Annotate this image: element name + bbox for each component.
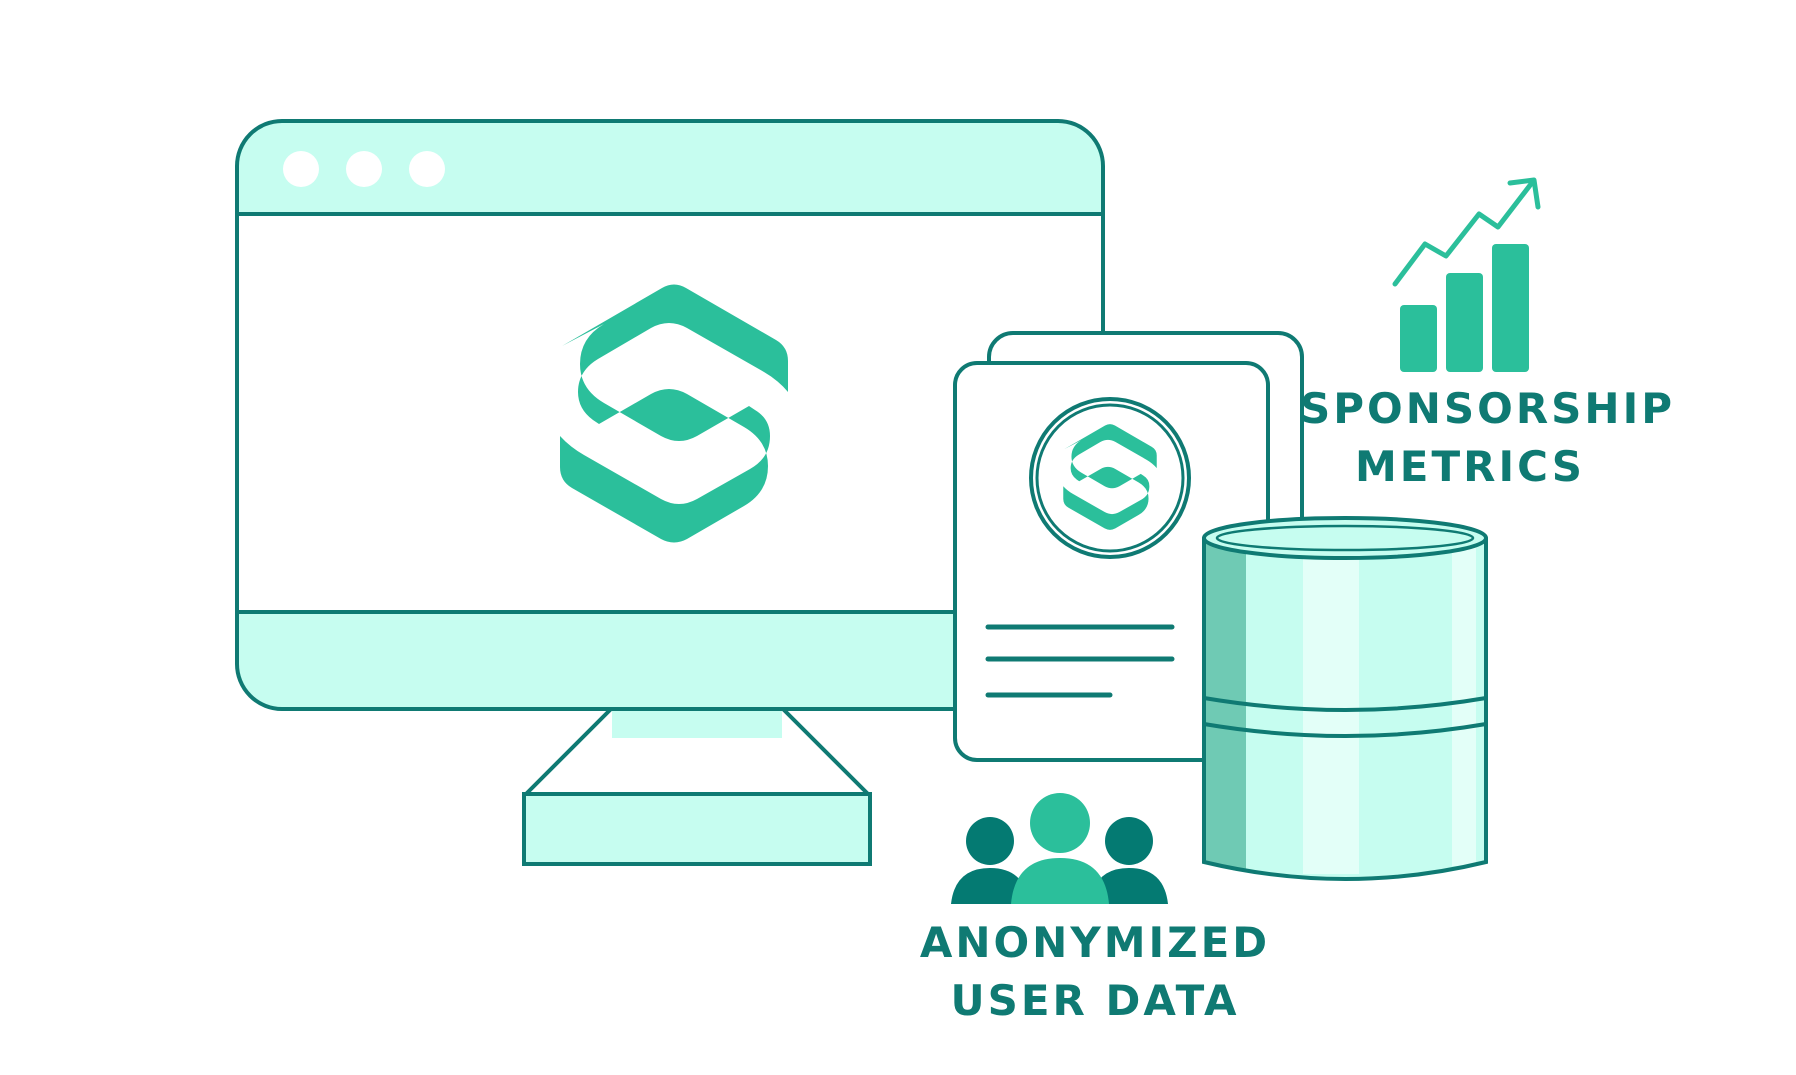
chart-bar (1400, 305, 1437, 372)
window-dot-icon (346, 151, 382, 187)
chart-bar (1446, 273, 1483, 372)
label-line: ANONYMIZED (919, 918, 1271, 967)
user-head-icon (966, 817, 1014, 865)
anonymized-user-data-label: ANONYMIZED USER DATA (890, 914, 1300, 1030)
user-body-icon (951, 868, 1029, 904)
database-highlight (1452, 548, 1476, 866)
label-line: SPONSORSHIP (1300, 384, 1675, 433)
trend-arrow-head-icon (1507, 177, 1541, 210)
label-line: USER DATA (950, 976, 1240, 1025)
window-dot-icon (409, 151, 445, 187)
hexagon-s-logo-icon (560, 284, 788, 543)
database-outline (1202, 538, 1488, 881)
monitor-icon (235, 119, 1105, 866)
hexagon-s-logo-icon (1063, 424, 1157, 530)
user-body-icon (1090, 868, 1168, 904)
label-line: METRICS (1355, 442, 1585, 491)
database-band (1203, 696, 1487, 712)
bar-chart-trend-icon (1392, 177, 1541, 372)
database-shade (1204, 538, 1246, 872)
user-head-icon (1030, 793, 1090, 853)
trend-line (1392, 181, 1534, 287)
monitor-base (522, 792, 872, 866)
database-cylinder-icon (1202, 516, 1488, 881)
database-top-rim (1215, 524, 1475, 552)
user-group-icon (951, 793, 1168, 904)
monitor-stand-shade (612, 708, 782, 738)
window-dot-icon (283, 151, 319, 187)
chart-bar (1492, 244, 1529, 372)
database-band (1203, 722, 1487, 738)
user-body-icon (1011, 858, 1109, 904)
sponsorship-metrics-label: SPONSORSHIP METRICS (1300, 380, 1675, 496)
user-head-icon (1105, 817, 1153, 865)
